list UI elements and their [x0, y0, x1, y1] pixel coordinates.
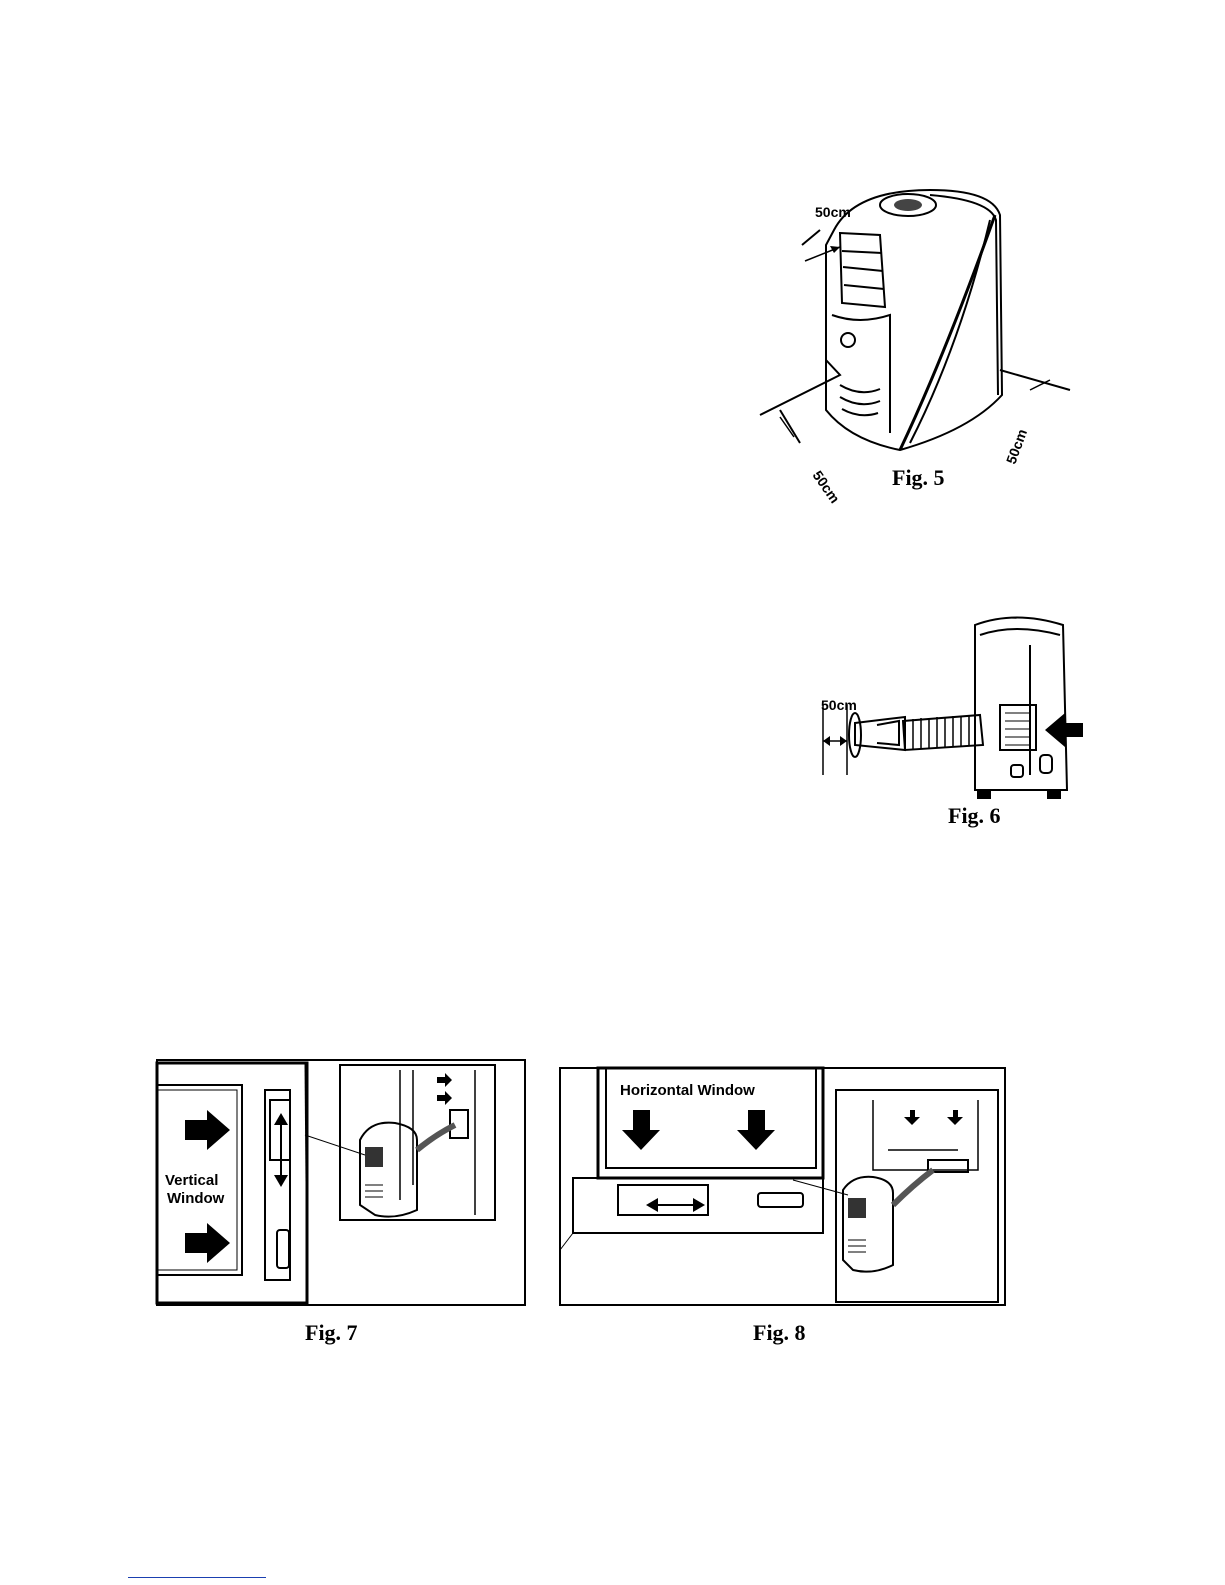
- footnote-rule: [128, 1577, 266, 1578]
- figure-8: Horizontal Window Fig. 8: [558, 1065, 1008, 1350]
- fig5-label-top: 50cm: [815, 204, 851, 220]
- fig8-illustration: Horizontal Window Fig. 8: [558, 1065, 1008, 1350]
- fig8-caption: Fig. 8: [753, 1320, 806, 1345]
- fig7-caption: Fig. 7: [305, 1320, 358, 1345]
- fig5-label-right: 50cm: [1003, 427, 1030, 466]
- fig7-illustration: Vertical Window Fig. 7: [155, 1055, 530, 1350]
- fig7-window-label-line1: Vertical: [165, 1172, 218, 1189]
- fig6-illustration: 50cm Fig. 6: [815, 605, 1085, 830]
- fig8-window-label: Horizontal Window: [620, 1082, 755, 1099]
- figure-7: Vertical Window Fig. 7: [155, 1055, 530, 1350]
- fig5-label-left: 50cm: [810, 468, 844, 507]
- fig5-caption: Fig. 5: [892, 465, 945, 490]
- figure-5: 50cm 50cm 50cm Fig. 5: [760, 175, 1080, 495]
- fig7-window-label-line2: Window: [167, 1190, 225, 1207]
- figure-6: 50cm Fig. 6: [815, 605, 1085, 830]
- fig6-caption: Fig. 6: [948, 803, 1001, 828]
- fig6-label: 50cm: [821, 697, 857, 713]
- fig5-illustration: 50cm 50cm 50cm Fig. 5: [760, 175, 1080, 495]
